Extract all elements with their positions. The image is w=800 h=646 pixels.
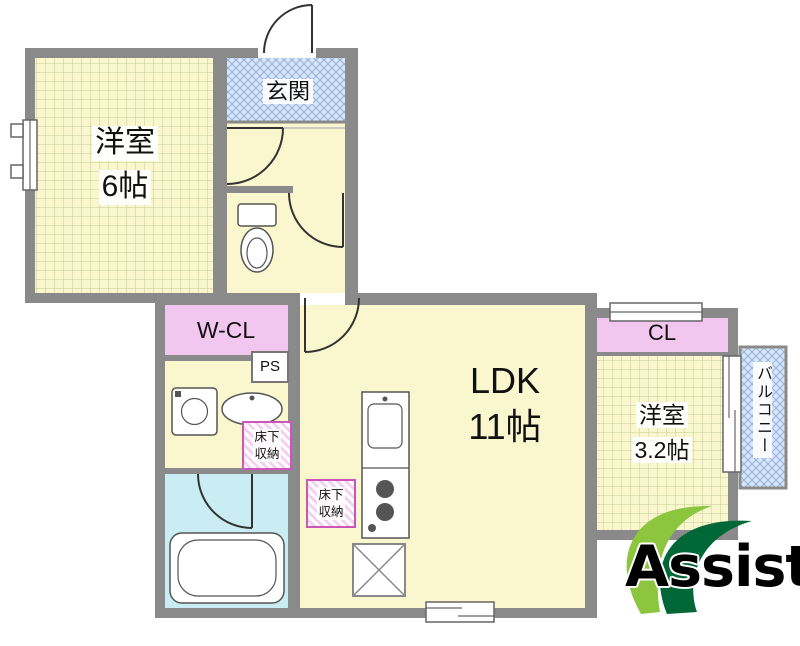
- ldk-size: 11帖: [468, 406, 542, 447]
- label-closet: CL: [634, 320, 690, 345]
- label-pipe-space: PS: [253, 358, 287, 375]
- assist-logo-text: Assist: [625, 534, 800, 600]
- label-walk-in-closet: W-CL: [181, 317, 271, 343]
- stove-burner: [376, 503, 394, 521]
- underfloor-storage-a: 床下 収納: [242, 421, 292, 470]
- wall-segment: [300, 608, 428, 618]
- label-western-room-3-2: 洋室: [612, 402, 712, 429]
- kitchen-counter: [361, 391, 410, 539]
- wall-segment: [492, 608, 597, 618]
- window-west: [10, 119, 38, 191]
- western-room-door-arc: [226, 127, 284, 185]
- wall-segment: [25, 48, 258, 58]
- wall-segment: [288, 305, 300, 608]
- ldk-name: LDK: [469, 360, 541, 401]
- walk-in-closet-name: W-CL: [196, 317, 256, 343]
- wall-segment: [155, 293, 165, 618]
- underfloor-storage-a-line2: 収納: [253, 445, 281, 463]
- wall-segment: [585, 293, 597, 618]
- balcony-name: バルコニー: [753, 362, 772, 458]
- walk-in-closet-floor: [165, 305, 288, 355]
- label-western-room-3-2-size: 3.2帖: [612, 437, 712, 464]
- vanity-sink: [221, 392, 283, 426]
- underfloor-storage-b-line1: 床下: [317, 486, 345, 504]
- western-room-6-size: 6帖: [98, 170, 152, 205]
- sliding-door-ldk-south: [425, 601, 495, 623]
- pipe-space-box: [251, 351, 289, 383]
- ldk-door-arc: [304, 297, 360, 353]
- bathroom-door-arc: [197, 473, 253, 529]
- window-closet-top: [609, 302, 703, 322]
- label-entrance: 玄関: [257, 79, 319, 105]
- ldk-floor: [300, 305, 585, 608]
- wall-segment: [728, 470, 738, 540]
- label-ldk: LDK: [440, 360, 570, 401]
- washing-machine-pan: [171, 387, 218, 436]
- wall-segment: [316, 48, 358, 58]
- wall-segment: [213, 58, 227, 293]
- wall-segment: [597, 308, 612, 318]
- wall-segment: [165, 468, 288, 474]
- wall-segment: [155, 293, 300, 305]
- bathtub: [169, 532, 285, 604]
- entrance-name: 玄関: [262, 79, 313, 105]
- entrance-door-arc: [263, 4, 313, 54]
- wall-segment: [597, 352, 728, 356]
- label-western-room-6-size: 6帖: [73, 170, 177, 205]
- kitchen-sink: [367, 403, 403, 449]
- closet-floor: [597, 318, 728, 352]
- wall-segment: [25, 293, 160, 303]
- underfloor-storage-b: 床下 収納: [306, 479, 356, 528]
- wall-segment: [227, 186, 293, 193]
- logo-leaf-swoosh: [626, 505, 752, 614]
- western-room-6-name: 洋室: [92, 126, 158, 161]
- underfloor-storage-a-line1: 床下: [253, 428, 281, 446]
- wall-segment: [728, 308, 738, 358]
- label-western-room-6: 洋室: [73, 126, 177, 161]
- wall-segment: [155, 608, 300, 618]
- western-room-3-2-name: 洋室: [636, 402, 688, 429]
- wall-segment: [165, 355, 288, 361]
- stove-burner: [376, 480, 394, 498]
- label-balcony: バルコニー: [750, 362, 774, 480]
- western-room-3-2-size: 3.2帖: [631, 437, 693, 464]
- toilet-fixture: [237, 203, 277, 273]
- wall-segment: [25, 190, 35, 303]
- wall-segment: [700, 308, 738, 318]
- stove-burner: [368, 524, 376, 532]
- wall-segment: [350, 293, 597, 305]
- wall-segment: [25, 48, 35, 122]
- underfloor-storage-b-line2: 収納: [317, 503, 345, 521]
- wall-segment: [345, 48, 358, 305]
- pipe-space-name: PS: [259, 358, 280, 375]
- toilet-door-arc: [288, 192, 344, 248]
- label-ldk-size: 11帖: [440, 406, 570, 447]
- sliding-door-balcony: [722, 355, 742, 473]
- hatch-box: [352, 543, 406, 597]
- closet-name: CL: [647, 320, 677, 345]
